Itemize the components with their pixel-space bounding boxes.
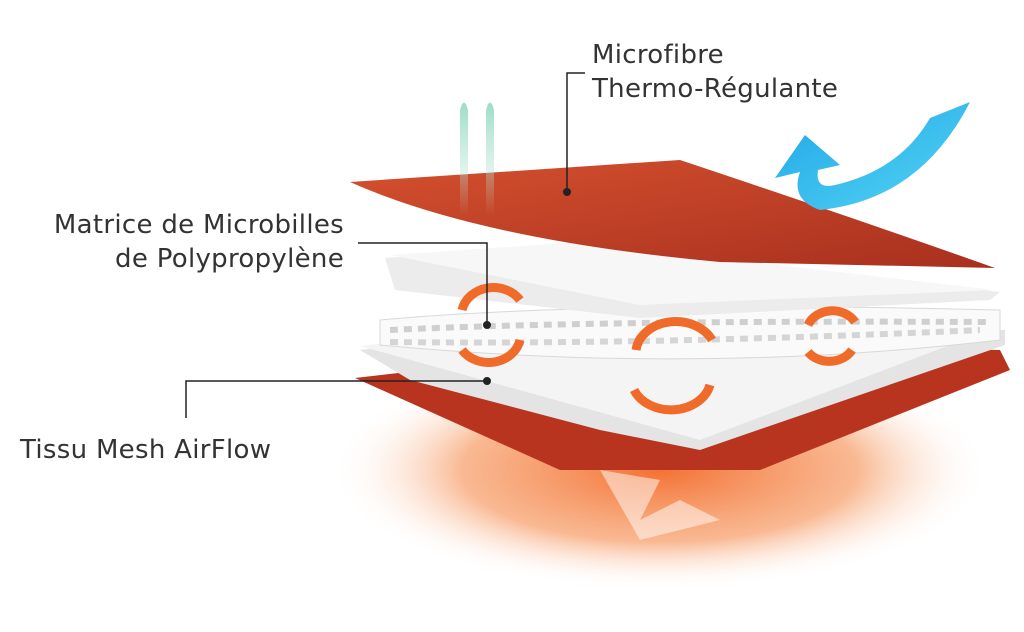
label-line: Matrice de Microbilles xyxy=(53,210,344,240)
circulation-arrow-icon xyxy=(457,283,859,415)
marker-dot xyxy=(483,377,491,385)
cooling-arrow-icon xyxy=(775,102,970,210)
microbeads-layer xyxy=(379,306,1001,360)
marker-dot xyxy=(483,321,491,329)
label-line: Thermo-Régulante xyxy=(592,74,839,104)
label-microbeads: Matrice de Microbilles de Polypropylène xyxy=(6,208,344,276)
white-layer-highlight xyxy=(390,242,995,305)
label-microfibre: Microfibre Thermo-Régulante xyxy=(592,38,838,106)
leader-lines xyxy=(185,72,585,418)
marker-dot xyxy=(563,188,571,196)
steam-icon xyxy=(460,102,494,215)
label-line: de Polypropylène xyxy=(115,244,344,274)
top-red-layer xyxy=(350,160,995,268)
label-mesh: Tissu Mesh AirFlow xyxy=(20,433,271,467)
label-line: Microfibre xyxy=(592,40,724,70)
heat-arrow xyxy=(600,470,720,540)
label-line: Tissu Mesh AirFlow xyxy=(20,435,272,465)
